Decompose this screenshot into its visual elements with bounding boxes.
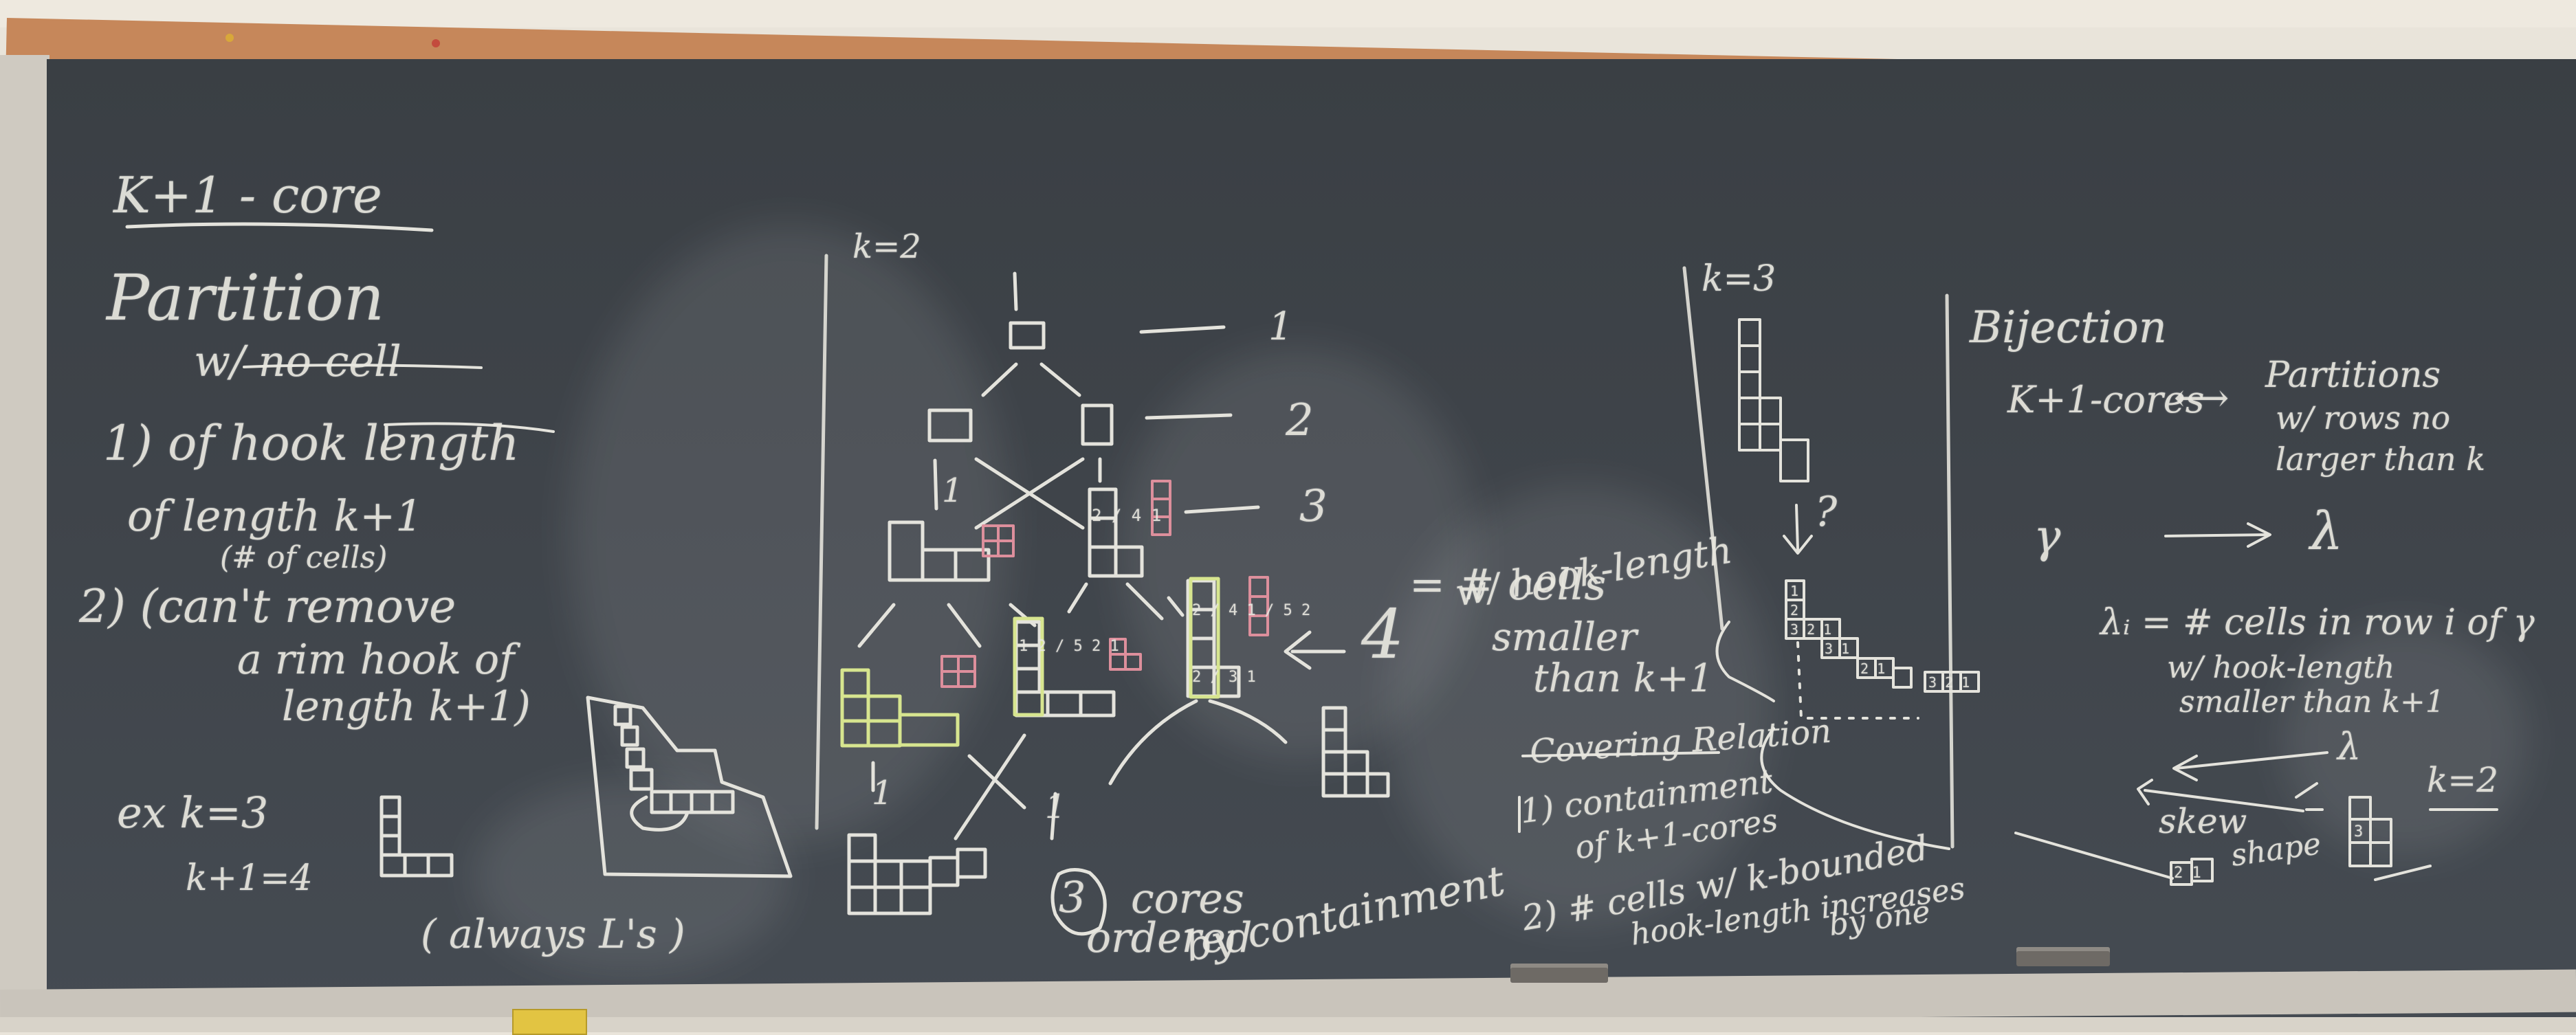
bijection-sketch: [2014, 522, 2498, 886]
left-sketches: [125, 222, 793, 878]
chalkboard: [47, 59, 2576, 1019]
label-k3: k=3: [1702, 258, 1776, 300]
pink-shapes: [940, 480, 1269, 688]
text-larger-than: larger than k: [2276, 441, 2486, 478]
hook-fill: 2 1: [1860, 660, 1886, 677]
text-no-cell: w/ no cell: [194, 336, 401, 386]
circled-3: 3: [1059, 872, 1086, 922]
text-smaller: smaller: [1492, 615, 1637, 660]
rank-label-4: 4: [1361, 596, 1405, 674]
text-k1-4: k+1=4: [186, 858, 313, 899]
skew-fill: 2 1: [2174, 865, 2201, 882]
text-smaller-than-k1: smaller than k+1: [2179, 685, 2445, 720]
rank-label-1: 1: [1268, 304, 1293, 349]
text-skew: skew: [2159, 801, 2247, 841]
hook-fill: 2 / 4 1: [1092, 506, 1162, 525]
label-one: 1: [1045, 788, 1066, 826]
board-frame: [0, 55, 49, 1032]
poset-sketch: [847, 271, 1390, 936]
hook-fill: 3 2 1: [1928, 674, 1970, 691]
text-ordered: ordered: [1086, 914, 1253, 962]
hook-fill: 1 2 / 5 2 1: [1019, 638, 1119, 655]
yellow-shapes: [840, 577, 1220, 748]
eraser[interactable]: [2016, 947, 2110, 966]
rank-label-3: 3: [1299, 481, 1328, 532]
text-partitions: Partitions: [2265, 355, 2441, 396]
hook-fill: 3 1: [1825, 641, 1850, 657]
text-partition: Partition: [107, 261, 385, 335]
symbol-lambda: λ: [2310, 500, 2344, 561]
hook-fill: 2 / 3 1: [1192, 669, 1256, 686]
text-cores: cores: [1131, 875, 1244, 923]
text-than-k1: than k+1: [1533, 656, 1714, 701]
hook-fill: 3 2 1: [1790, 621, 1832, 638]
text-cant-remove: 2) (can't remove: [79, 580, 456, 633]
title-k1-core: K+1 - core: [113, 166, 382, 224]
text-length-k1-close: length k+1): [282, 682, 531, 731]
column-dividers: [815, 254, 1955, 849]
text-num-cells: (# of cells): [220, 540, 388, 575]
text-hook-length: 1) of hook length: [103, 415, 520, 471]
text-length-k1: of length k+1: [127, 491, 423, 541]
push-pin: [225, 34, 234, 42]
label-one: 1: [872, 774, 893, 812]
k3-sketch: [1518, 318, 1980, 850]
label-k2-right: k=2: [2427, 760, 2499, 800]
rank-label-2: 2: [1286, 395, 1314, 446]
hook-fill: 1: [1790, 583, 1799, 599]
symbol-gamma: γ: [2034, 510, 2061, 563]
label-one: 1: [942, 471, 963, 510]
box-fill: 3: [2354, 823, 2364, 841]
floor: [0, 1017, 2576, 1032]
wall: [0, 0, 2576, 27]
text-rows-no: w/ rows no: [2276, 399, 2451, 436]
text-ex-k3: ex k=3: [117, 788, 269, 838]
text-rim-hook: a rim hook of: [237, 636, 515, 684]
hook-fill: 2 / 4 1 / 5 2: [1192, 602, 1311, 619]
title-bijection: Bijection: [1970, 302, 2167, 353]
text-always-ls: ( always L's ): [421, 911, 685, 957]
symbol-lambda-small: λ: [2337, 725, 2362, 768]
push-pin: [432, 39, 440, 47]
hook-fill: 2: [1790, 602, 1799, 619]
text-cells-hook: = # cells: [1409, 559, 1607, 610]
arrow-both: ⟷: [2174, 376, 2230, 421]
text-lambda-i: λᵢ = # cells in row i of γ: [2100, 602, 2535, 643]
text-question: ?: [1815, 488, 1838, 536]
label-k2: k=2: [852, 227, 921, 266]
text-k1-cores: K+1-cores: [2007, 378, 2205, 421]
eraser[interactable]: [1510, 964, 1608, 983]
text-w-hook-length: w/ hook-length: [2167, 650, 2395, 685]
